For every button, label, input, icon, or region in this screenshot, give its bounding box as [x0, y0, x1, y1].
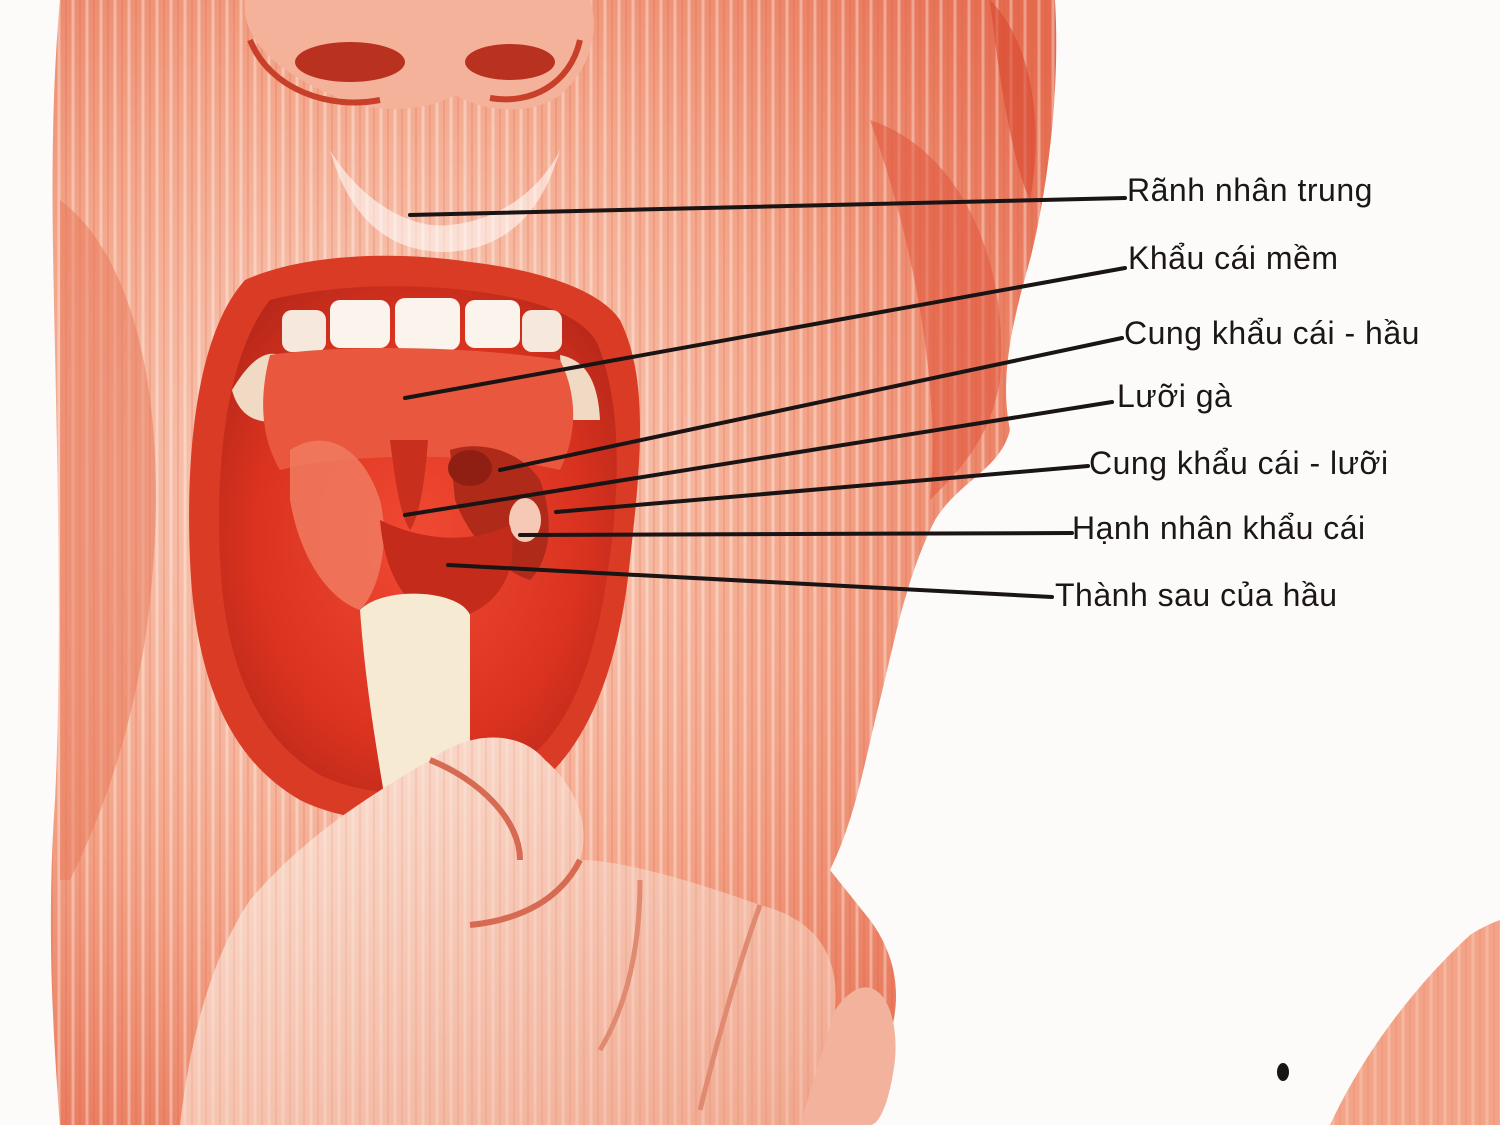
- label-palatine-tonsil: Hạnh nhân khẩu cái: [1072, 510, 1366, 546]
- label-palatopharyngeal-arch: Cung khẩu cái - hầu: [1124, 315, 1420, 351]
- mouth-shape: [189, 255, 640, 822]
- label-uvula: Lưỡi gà: [1117, 378, 1233, 414]
- hand-shape: [180, 737, 896, 1125]
- leader-line: [446, 563, 1054, 599]
- leader-line: [518, 531, 1074, 537]
- leader-line: [498, 336, 1124, 472]
- leader-lines: [403, 196, 1127, 599]
- leader-line: [403, 266, 1127, 400]
- label-philtrum: Rãnh nhân trung: [1127, 172, 1373, 208]
- upper-teeth: [232, 298, 600, 422]
- leader-line: [408, 196, 1127, 217]
- leader-line: [403, 400, 1114, 517]
- leader-line: [554, 464, 1090, 514]
- nose-shape: [244, 0, 594, 110]
- label-soft-palate: Khẩu cái mềm: [1128, 240, 1339, 276]
- ink-spot: [1277, 1063, 1289, 1081]
- label-posterior-pharyngeal-wall: Thành sau của hầu: [1055, 577, 1338, 613]
- label-palatoglossal-arch: Cung khẩu cái - lưỡi: [1089, 445, 1389, 481]
- philtrum-shape: [330, 150, 560, 252]
